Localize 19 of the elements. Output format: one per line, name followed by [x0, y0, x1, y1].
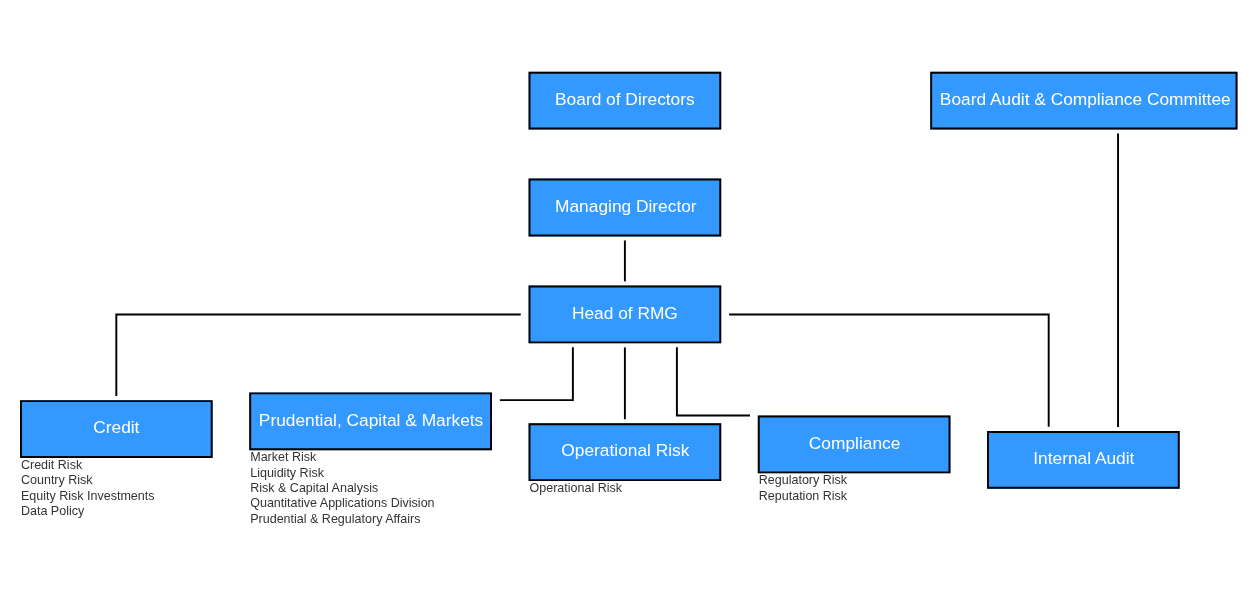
node-label: Equity Risk Investments: [20, 488, 155, 503]
connector: [675, 345, 751, 417]
connector: [728, 312, 1050, 428]
node-label: Data Policy: [20, 503, 85, 518]
connector: [1117, 131, 1119, 428]
node-label: Operational Risk: [529, 480, 623, 495]
node-label: Regulatory Risk: [758, 472, 848, 487]
node-label: Reputation Risk: [758, 488, 848, 503]
connector: [498, 345, 574, 401]
connector: [623, 239, 626, 282]
node-label: Prudential & Regulatory Affairs: [250, 511, 421, 526]
node-label: Market Risk: [250, 449, 317, 464]
node-label: Risk & Capital Analysis: [250, 480, 379, 495]
node-label: Credit Risk: [20, 457, 83, 472]
node-label: Country Risk: [20, 472, 93, 487]
connector: [115, 312, 522, 397]
node-label: Liquidity Risk: [250, 465, 324, 480]
connector: [623, 345, 626, 420]
node-label: Quantitative Applications Division: [250, 495, 435, 510]
